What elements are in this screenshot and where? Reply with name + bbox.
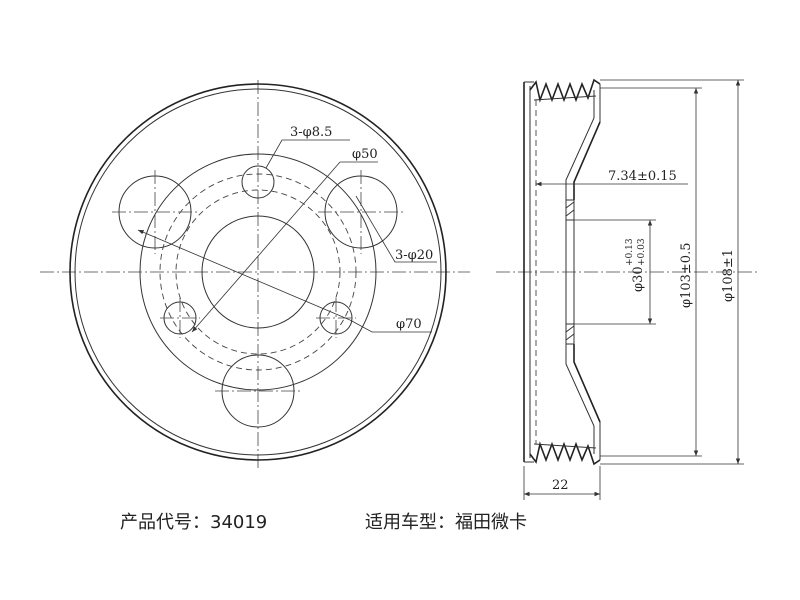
vehicle-model-caption: 适用车型：福田微卡 <box>365 512 527 533</box>
pcd-small-dashed-circle <box>175 189 341 355</box>
outer-rim-circle <box>69 83 447 461</box>
leader-small-holes <box>265 139 350 169</box>
hub-ring-circle <box>139 153 377 391</box>
label-outer-dia: φ108±1 <box>721 249 736 302</box>
outer-rim-inner-circle <box>74 88 442 456</box>
label-width: 22 <box>552 478 569 493</box>
label-inner-dia: φ103±0.5 <box>679 243 694 308</box>
belt-grooves-bottom <box>529 441 601 466</box>
web-profile-top <box>573 121 601 200</box>
front-view: 3-φ8.5 φ50 3-φ20 φ70 <box>40 80 470 470</box>
label-pcd: φ50 <box>352 147 378 162</box>
label-bore-tol-upper: +0.13 <box>625 238 635 266</box>
center-bore-circle <box>201 215 315 329</box>
side-view: 7.34±0.15 φ30 +0.13 +0.03 φ103±0.5 φ108±… <box>496 78 760 500</box>
label-bore-tol-lower: +0.03 <box>637 238 647 266</box>
dim-pcd-diagonal <box>191 161 341 333</box>
belt-grooves-top <box>529 78 601 103</box>
pcd-large-dashed-circle <box>159 173 357 371</box>
small-hole-1 <box>241 165 275 199</box>
dim-ring-diagonal <box>137 229 351 321</box>
leader-large-holes <box>355 195 437 263</box>
label-ring: φ70 <box>396 317 422 332</box>
label-large-holes: 3-φ20 <box>395 248 433 263</box>
label-small-holes: 3-φ8.5 <box>290 125 332 140</box>
label-bore-base: φ30 <box>631 266 646 292</box>
web-profile-bottom <box>573 344 601 423</box>
product-code-caption: 产品代号：34019 <box>120 512 268 533</box>
leader-ring <box>349 319 432 333</box>
label-depth: 7.34±0.15 <box>608 169 677 184</box>
